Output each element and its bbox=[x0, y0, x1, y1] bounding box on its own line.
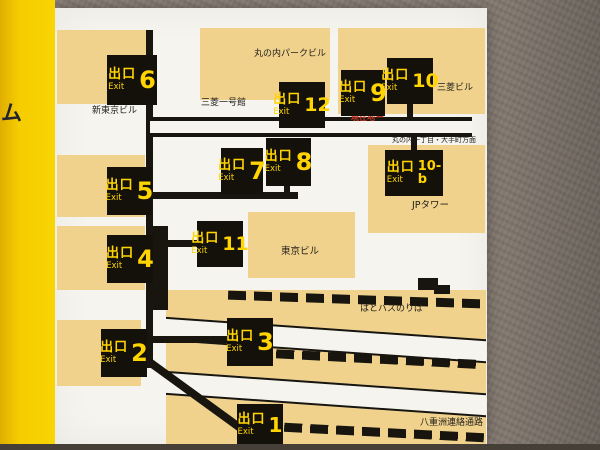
exit-number: 10-b bbox=[417, 159, 442, 187]
label-tokyo-building: 東京ビル bbox=[281, 246, 320, 257]
exit-en: Exit bbox=[105, 193, 122, 204]
label-shin-tokyo-building: 新東京ビル bbox=[92, 106, 138, 116]
exit-number: 4 bbox=[137, 245, 154, 273]
label-marunouchi-park-building: 丸の内パークビル bbox=[254, 49, 327, 59]
yellow-sign-frame bbox=[0, 0, 55, 450]
exit-kanji: 出口 bbox=[237, 412, 266, 428]
exit-en: Exit bbox=[237, 427, 254, 438]
exit-kanji: 出口 bbox=[108, 67, 137, 83]
yaesu-lot-area: はとバスのりば 八重洲連絡通路 bbox=[166, 290, 486, 445]
exit-number: 9 bbox=[370, 79, 387, 107]
stub-exit8 bbox=[284, 186, 290, 194]
exit-kanji: 出口 bbox=[264, 149, 293, 165]
label-jp-tower: JPタワー bbox=[412, 200, 450, 211]
exit-en: Exit bbox=[100, 355, 117, 366]
exit-en: Exit bbox=[381, 83, 398, 94]
label-mitsubishi-ichigokan: 三菱一号館 bbox=[201, 98, 247, 108]
stub-exit10b bbox=[411, 137, 417, 151]
passage-exit7-8 bbox=[150, 192, 298, 199]
building-tokyo bbox=[248, 212, 355, 278]
exit-kanji: 出口 bbox=[191, 231, 220, 247]
stub-exit3 bbox=[150, 336, 230, 343]
exit-en: Exit bbox=[108, 82, 125, 93]
exit-number: 10 bbox=[412, 69, 439, 92]
exit-kanji: 出口 bbox=[105, 178, 134, 194]
exit-number: 3 bbox=[257, 328, 274, 356]
exit-number: 8 bbox=[295, 148, 313, 176]
exit-kanji: 出口 bbox=[273, 92, 302, 108]
label-hato-bus-stop: はとバスのりば bbox=[360, 304, 424, 314]
exit-kanji: 出口 bbox=[106, 246, 135, 262]
exit-kanji: 出口 bbox=[100, 340, 129, 356]
exit-en: Exit bbox=[264, 164, 281, 175]
exit-en: Exit bbox=[191, 246, 208, 257]
exit-kanji: 出口 bbox=[339, 80, 368, 96]
exit-kanji: 出口 bbox=[381, 68, 410, 84]
label-mitsubishi-building: 三菱ビル bbox=[437, 83, 474, 93]
exit-number: 7 bbox=[249, 157, 266, 185]
exit-kanji: 出口 bbox=[218, 158, 247, 174]
exit-number: 11 bbox=[222, 232, 249, 255]
exit-en: Exit bbox=[106, 261, 123, 272]
exit-number: 5 bbox=[136, 177, 154, 205]
stub-exit11 bbox=[164, 240, 198, 247]
exit-kanji: 出口 bbox=[226, 329, 255, 345]
exit-en: Exit bbox=[273, 107, 290, 118]
wall-bottom-shadow bbox=[0, 444, 600, 450]
exit-en: Exit bbox=[386, 175, 403, 186]
exit-number: 2 bbox=[131, 339, 148, 367]
stub-exit10 bbox=[407, 104, 413, 118]
exit-kanji: 出口 bbox=[386, 160, 415, 176]
label-direction: 丸の内一丁目・大手町方面 bbox=[392, 136, 476, 144]
exit-number: 6 bbox=[139, 66, 156, 94]
exit-number: 12 bbox=[304, 93, 331, 116]
partial-left-character: ム bbox=[1, 101, 22, 125]
landmark-block-a bbox=[418, 278, 438, 290]
label-yaesu-passage: 八重洲連絡通路 bbox=[420, 418, 484, 428]
exit-en: Exit bbox=[339, 95, 356, 106]
exit-en: Exit bbox=[226, 344, 243, 355]
exit-number: 1 bbox=[268, 413, 283, 437]
exit-en: Exit bbox=[218, 173, 235, 184]
current-location-text: 現在地 bbox=[351, 113, 375, 122]
landmark-block-b bbox=[434, 285, 450, 294]
